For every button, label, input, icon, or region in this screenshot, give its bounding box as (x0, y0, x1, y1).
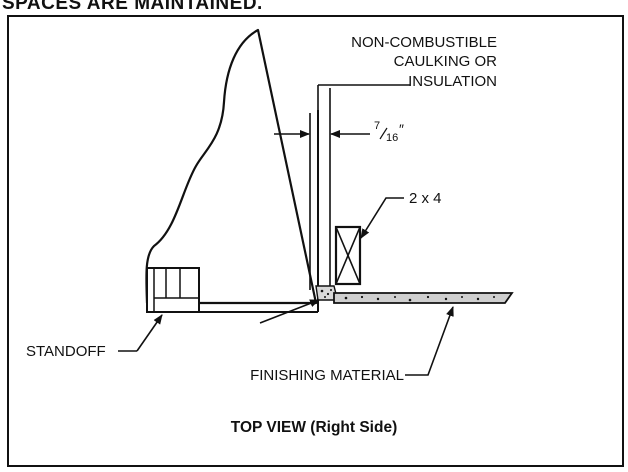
finishing-label: FINISHING MATERIAL (250, 367, 404, 384)
finishing-leader (405, 306, 454, 376)
page-heading: SPACES ARE MAINTAINED. (2, 0, 263, 14)
finishing-leader-left (259, 299, 320, 324)
stud-label: 2 x 4 (409, 190, 442, 207)
wall-framing-lines (309, 88, 331, 312)
stud-leader (360, 197, 404, 239)
standoff (146, 267, 200, 313)
caulking-material (315, 285, 337, 301)
standoff-leader-arrow (136, 314, 163, 352)
gap-label-unit: ″ (399, 121, 404, 137)
diagram-frame (7, 15, 624, 467)
finishing-material (333, 292, 514, 304)
standoff-label: STANDOFF (26, 343, 106, 360)
gap-label: 7 16 ″ (374, 120, 404, 144)
gap-label-denominator: 16 (386, 132, 398, 144)
caulking-label-line1: NON-COMBUSTIBLE (351, 34, 497, 51)
stud-2x4 (334, 225, 362, 286)
caption: TOP VIEW (Right Side) (231, 419, 398, 436)
caulking-label-line2: CAULKING OR (394, 53, 498, 70)
gap-label-numerator: 7 (374, 120, 380, 132)
fireplace-outline (145, 28, 318, 305)
caulking-label-line3: INSULATION (408, 73, 497, 90)
